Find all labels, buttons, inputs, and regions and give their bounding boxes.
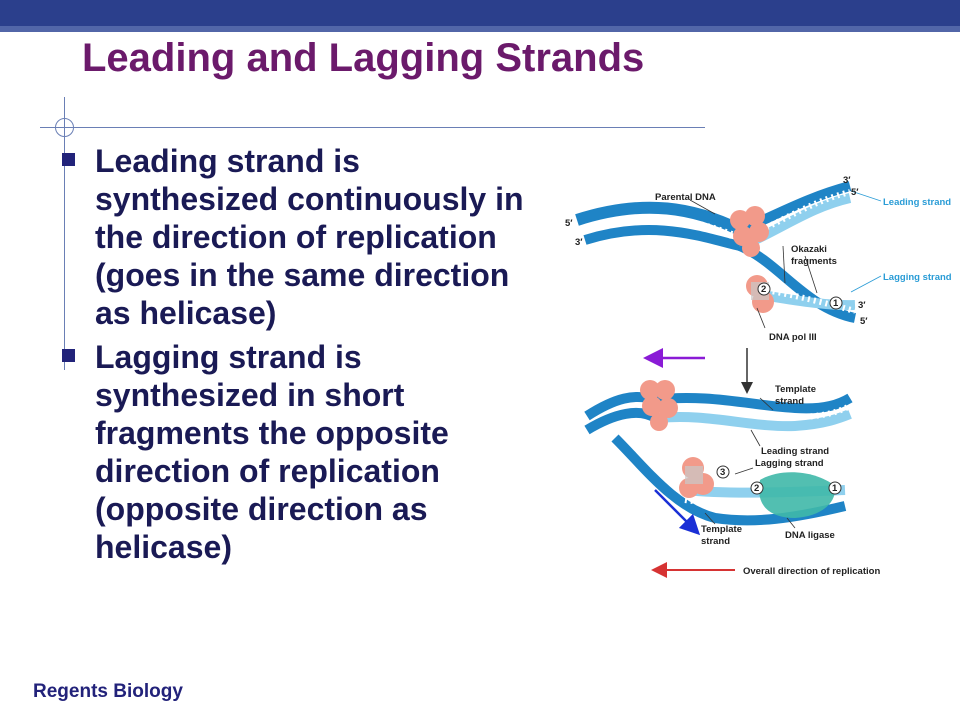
top-leading-template	[738, 181, 852, 235]
label-3prime-b: 3′	[575, 237, 583, 248]
helicase-enzyme	[730, 206, 769, 257]
top-leading-rungs	[748, 189, 851, 238]
label-3prime-a: 3′	[843, 175, 851, 186]
footer-text: Regents Biology	[33, 681, 183, 702]
bottom-leading-template	[654, 393, 853, 414]
bullet-text: Leading strand is synthesized continuous…	[95, 143, 524, 331]
label-lagging-strand-2: Lagging strand	[755, 458, 824, 469]
decorative-vertical-line	[64, 97, 65, 370]
bottom-leading-new	[659, 409, 852, 432]
label-dna-pol: DNA pol III	[769, 332, 817, 343]
blue-arrow-icon	[654, 489, 701, 536]
top-num-1: 1	[833, 298, 839, 309]
dna-ligase-enzyme	[759, 472, 836, 518]
top-panel: 2 1 Parental DNA 3′ 5′ Leading strand 5′…	[565, 175, 952, 343]
bottom-helicase-enzyme	[640, 380, 678, 431]
label-5prime-b: 5′	[565, 218, 573, 229]
label-overall-direction: Overall direction of replication	[743, 566, 880, 577]
bullet-item: Leading strand is synthesized continuous…	[60, 142, 540, 332]
label-template-1: Template	[775, 384, 816, 395]
bottom-num-2: 2	[754, 483, 759, 494]
label-template-2: strand	[775, 396, 804, 407]
label-okazaki-2: fragments	[791, 256, 837, 267]
bullet-item: Lagging strand is synthesized in short f…	[60, 338, 540, 566]
label-okazaki-1: Okazaki	[791, 244, 827, 255]
label-5prime-a: 5′	[851, 187, 859, 198]
bottom-num-1: 1	[832, 483, 838, 494]
parental-strand-lower	[583, 225, 742, 251]
parental-strand-upper	[575, 201, 743, 236]
label-dna-ligase: DNA ligase	[785, 530, 835, 541]
label-3prime-c: 3′	[858, 300, 866, 311]
square-bullet-icon	[62, 349, 75, 362]
label-leading-strand: Leading strand	[883, 197, 951, 208]
bottom-panel: 3 2 1 Template strand Leading strand Lag…	[584, 380, 853, 547]
label-template-b1: Template	[701, 524, 742, 535]
replication-diagram: 2 1 Parental DNA 3′ 5′ Leading strand 5′…	[565, 175, 952, 578]
label-parental-dna: Parental DNA	[655, 192, 716, 203]
top-banner-stripe	[0, 26, 960, 32]
top-banner	[0, 0, 960, 26]
label-lagging-strand: Lagging strand	[883, 272, 952, 283]
top-num-2: 2	[761, 284, 766, 295]
bullet-list: Leading strand is synthesized continuous…	[60, 142, 540, 572]
decorative-circle	[55, 118, 74, 137]
bullet-text: Lagging strand is synthesized in short f…	[95, 339, 449, 565]
label-5prime-c: 5′	[860, 316, 868, 327]
decorative-horizontal-line	[40, 127, 705, 128]
parental-rungs	[581, 214, 742, 242]
label-template-b2: strand	[701, 536, 730, 547]
bottom-dna-pol-enzyme	[679, 457, 714, 498]
bottom-leading-rungs	[654, 403, 852, 421]
square-bullet-icon	[62, 153, 75, 166]
slide-title: Leading and Lagging Strands	[82, 36, 645, 80]
label-leading-strand-2: Leading strand	[761, 446, 829, 457]
bottom-num-3: 3	[720, 467, 725, 478]
